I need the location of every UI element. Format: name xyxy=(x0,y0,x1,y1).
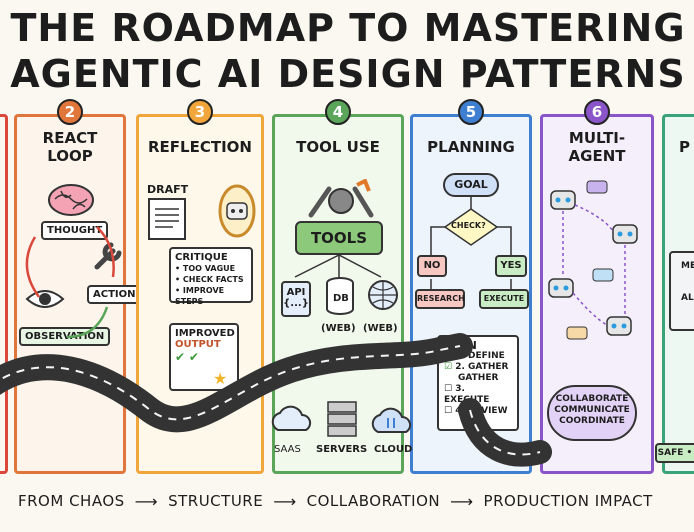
eye-icon xyxy=(25,290,65,308)
plan-step-2: ☑ 2. GATHER xyxy=(444,362,512,373)
title-line-1: THE ROADMAP TO MASTERING xyxy=(10,6,686,50)
plan-step-2-text: 2. GATHER xyxy=(455,362,509,372)
api-label: API xyxy=(286,287,306,298)
dashboard-screen: ME AL xyxy=(669,251,694,331)
step-badge-2: 2 xyxy=(57,99,83,125)
step-badge-5: 5 xyxy=(458,99,484,125)
planning-flow xyxy=(430,197,512,289)
panel-production-partial: P ME AL SAFE • R xyxy=(655,114,694,474)
robot-agents-network xyxy=(548,180,638,340)
brain-icon xyxy=(48,184,94,216)
output-label: OUTPUT xyxy=(175,339,221,350)
no-box: NO xyxy=(417,255,447,277)
panel-title: MULTI-AGENT xyxy=(568,129,626,165)
panel-title: PLANNING xyxy=(427,138,515,156)
empty-box-icon: ☐ xyxy=(444,384,453,394)
coordinate-label: COORDINATE xyxy=(559,416,625,426)
safe-sign: SAFE • R xyxy=(655,443,694,463)
database-icon xyxy=(326,277,354,315)
checked-box-icon: ☑ xyxy=(444,362,453,372)
tool-connectors xyxy=(294,255,382,278)
improved-label: IMPROVED xyxy=(175,328,235,339)
star-icon: ★ xyxy=(213,369,228,388)
check-icon: ✔ ✔ xyxy=(175,350,199,364)
api-box: API {...} xyxy=(281,281,311,317)
goal-box: GOAL xyxy=(443,173,499,197)
server-rack-icon xyxy=(327,401,357,437)
thought-label: THOUGHT xyxy=(41,221,109,240)
plan-step-2b: GATHER xyxy=(458,373,499,383)
mirror-robot-icon xyxy=(218,184,256,238)
panel-planning: 5 PLANNING GOAL CHECK? NO YES RESEARCH E… xyxy=(410,99,532,474)
winding-road xyxy=(0,333,552,467)
critique-item-3: • IMPROVE STEPS xyxy=(175,286,225,306)
critique-title: CRITIQUE xyxy=(175,252,228,263)
arrow-right-icon: ⟶ xyxy=(273,491,297,511)
communicate-label: COMMUNICATE xyxy=(554,405,630,415)
tools-box: TOOLS xyxy=(295,221,383,255)
web-label-1: (WEB) xyxy=(321,323,356,334)
panel-multi-agent: 6 MULTI-AGENT COLLABORATE COMMUNICATE CO… xyxy=(540,99,654,474)
step-badge-6: 6 xyxy=(584,99,610,125)
arrow-right-icon: ⟶ xyxy=(450,491,474,511)
draft-document-icon xyxy=(148,198,186,240)
globe-icon xyxy=(368,280,398,310)
panel-title: P xyxy=(679,138,690,156)
wrench-icon xyxy=(94,242,122,270)
api-sublabel: {...} xyxy=(283,298,309,309)
panel-title: REFLECTION xyxy=(148,138,252,156)
execute-box: EXECUTE xyxy=(479,289,529,309)
improved-output-card: IMPROVED OUTPUT ✔ ✔ xyxy=(169,323,239,391)
collaboration-bubble: COLLABORATE COMMUNICATE COORDINATE xyxy=(547,385,637,441)
step-badge-3: 3 xyxy=(187,99,213,125)
critique-item-1: • TOO VAGUE xyxy=(175,264,236,273)
footer-stage-2: STRUCTURE xyxy=(168,492,264,510)
footer-stage-1: FROM CHAOS xyxy=(18,492,125,510)
dashboard-alert-label: AL xyxy=(681,293,694,303)
critique-item-2: • CHECK FACTS xyxy=(175,275,244,284)
check-label: CHECK? xyxy=(451,221,486,230)
footer-stage-3: COLLABORATION xyxy=(306,492,441,510)
saas-label: SAAS xyxy=(274,444,301,455)
servers-label: SERVERS xyxy=(316,444,368,455)
saas-cloud-icon xyxy=(271,405,312,431)
collaborate-label: COLLABORATE xyxy=(555,394,629,404)
loop-arrows xyxy=(25,226,115,339)
panel-react-loop: 2 REACT LOOP THOUGHT ACTION OBSERVATION xyxy=(14,99,142,474)
plan-step-1-text: 1. DEFINE xyxy=(455,351,505,361)
cloud-sync-icon xyxy=(371,407,412,433)
critique-card: CRITIQUE • TOO VAGUE • CHECK FACTS • IMP… xyxy=(169,247,253,306)
draft-label: DRAFT xyxy=(147,183,189,196)
research-box: RESEARCH xyxy=(415,289,465,309)
gear-wrench-icon xyxy=(308,179,374,218)
empty-box-icon: ☐ xyxy=(444,406,453,416)
panel-title: REACT LOOP xyxy=(42,129,98,165)
db-label: DB xyxy=(333,293,349,304)
progression-footer: FROM CHAOS ⟶ STRUCTURE ⟶ COLLABORATION ⟶… xyxy=(0,488,694,514)
arrow-right-icon: ⟶ xyxy=(134,491,159,511)
yes-box: YES xyxy=(495,255,527,277)
title-line-2: AGENTIC AI DESIGN PATTERNS xyxy=(10,52,686,96)
cloud-label: CLOUD xyxy=(374,444,413,455)
panel-title: TOOL USE xyxy=(296,138,380,156)
footer-stage-4: PRODUCTION IMPACT xyxy=(483,492,653,510)
panel-1-partial xyxy=(0,114,8,474)
step-badge-4: 4 xyxy=(325,99,351,125)
dashboard-metric-label: ME xyxy=(681,261,694,271)
web-label-2: (WEB) xyxy=(363,323,398,334)
